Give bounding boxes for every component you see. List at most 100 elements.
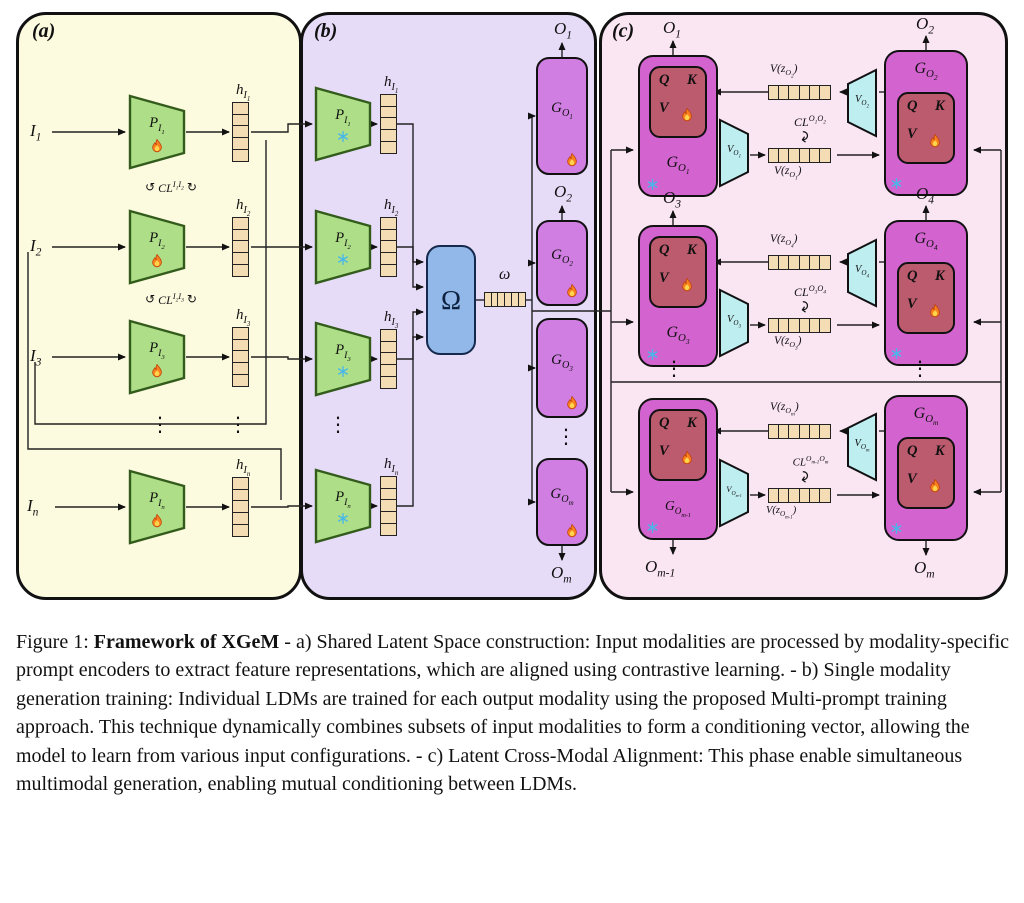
generator-label: GO1 [666,154,690,177]
feature-tokens [380,217,397,277]
ellipsis: ⋮ [328,412,348,436]
cl-text: CLI2I3 [158,292,184,307]
cross-attention-block: Q K V [649,66,707,138]
snowflake-icon [338,131,349,142]
generator-label: GO4 [914,230,938,253]
input-label: I2 [30,236,42,259]
ldm-generator: GO3 [536,318,588,418]
feature-label: hI3 [384,309,399,331]
output-label: O1 [554,19,573,42]
encoder-shape [128,209,186,285]
vae-label: VO2 [855,94,869,110]
query-label: Q [659,72,670,88]
cross-attention-block: Q K V [897,262,955,334]
latent-vector-label: V(zO2) [770,63,798,80]
key-label: K [935,443,945,459]
latent-vector-label: V(zOm) [770,401,799,418]
snowflake-icon [338,366,349,377]
contrastive-loss-label: CLO3O4 [794,284,826,299]
caption-body: - a) Shared Latent Space construction: I… [16,631,1010,795]
key-label: K [687,72,697,88]
encoder-label: PI3 [149,340,165,361]
fire-icon [681,278,693,292]
frozen-encoder: PIn [314,468,372,544]
frozen-encoder: PI1 [314,86,372,162]
prompt-encoder: PI1 [128,94,186,170]
ldm-generator: GO1 [536,57,588,175]
ellipsis: ⋮ [664,356,684,380]
latent-tokens [768,148,831,163]
vae-encoder: VO3 [718,288,750,358]
output-label: Om [551,563,572,586]
fire-icon [929,479,941,493]
encoder-shape [128,319,186,395]
feature-tokens [232,327,249,387]
ldm-generator: GO2 [536,220,588,306]
encoder-label: PI1 [149,115,165,136]
fire-icon [929,134,941,148]
panel-a-tag: (a) [32,20,56,42]
latent-tokens [768,318,831,333]
vae-shape [847,412,877,482]
snowflake-icon [338,254,349,265]
value-label: V [907,296,917,312]
output-label: O2 [554,182,573,205]
generator-label: GO1 [551,100,573,122]
condition-vector-label: ω [499,266,511,283]
figure-1: (a) I1 I2 I3 In PI1 PI2 PI3 PIn hI1 hI2 … [16,12,1008,600]
encoder-shape [314,209,372,285]
key-label: K [935,98,945,114]
omega-combiner-block: Ω [426,245,476,355]
loop-arrow-icon: ↻ [186,292,197,306]
generator-label: GOm-1 [664,498,692,519]
contrastive-loss-label: CLO1O2 [794,114,826,129]
condition-vector-tokens [484,292,526,307]
query-label: Q [659,242,670,258]
encoder-label: PI2 [149,230,165,251]
prompt-encoder: PI2 [128,209,186,285]
curved-arrow-icon: ↷ [793,299,814,315]
vae-encoder: VO4 [846,238,878,308]
frozen-encoder: PI2 [314,209,372,285]
vae-encoder: VOm-1 [718,458,750,528]
fire-icon [681,108,693,122]
fire-icon [929,304,941,318]
fire-icon [566,524,578,538]
output-label: O2 [916,14,935,37]
cross-attention-block: Q K V [897,92,955,164]
vae-shape [719,288,749,358]
vae-label: VO4 [855,264,869,280]
feature-tokens [232,477,249,537]
vae-label: VO3 [727,314,741,330]
latent-vector-label: V(zO4) [770,233,798,250]
vae-encoder: VOm [846,412,878,482]
snowflake-icon [647,349,658,360]
encoder-label: PI3 [335,342,351,363]
latent-vector-label: V(zOm-1) [766,505,797,521]
ellipsis: ⋮ [150,412,170,436]
generator-label: GOm [913,405,939,428]
fire-icon [151,364,163,378]
feature-label: hI1 [236,82,251,104]
vae-encoder: VO1 [718,118,750,188]
generator-block-left: Q K V GO1 [638,55,718,197]
encoder-label: PI1 [335,107,351,128]
value-label: V [907,471,917,487]
vae-shape [719,458,749,528]
key-label: K [935,268,945,284]
input-label: I1 [30,121,42,144]
ellipsis: ⋮ [556,424,576,448]
latent-vector-label: V(zO3) [774,335,802,352]
contrastive-loss-label: CLOm-1Om [792,454,829,469]
contrastive-loss-label: ↺ CLI2I3 ↻ [116,292,226,308]
feature-tokens [380,329,397,389]
encoder-shape [314,321,372,397]
snowflake-icon [891,523,902,534]
fire-icon [151,254,163,268]
panel-b-tag: (b) [314,20,338,42]
frozen-encoder: PI3 [314,321,372,397]
key-label: K [687,242,697,258]
ellipsis: ⋮ [910,356,930,380]
fire-icon [566,396,578,410]
generator-block-right: GO2 Q K V [884,50,968,196]
